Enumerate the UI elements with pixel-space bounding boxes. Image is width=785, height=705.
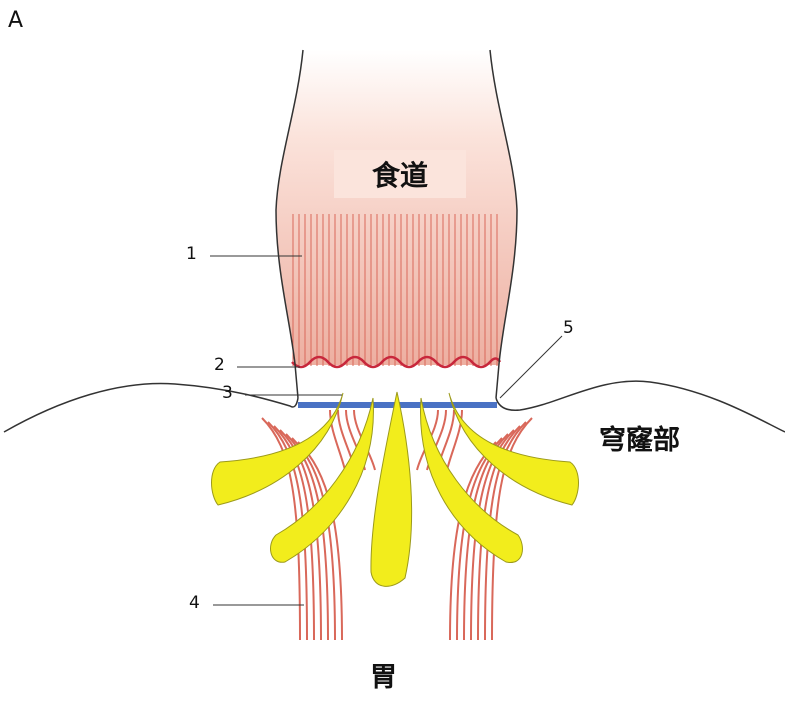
leader-line-5 [500,336,562,398]
callout-number-2: 2 [214,355,225,375]
panel-label: A [8,8,23,33]
callout-number-4: 4 [189,593,200,613]
stomach-label: 胃 [370,655,397,694]
callout-number-3: 3 [222,383,233,403]
esophagus-tube [276,50,517,396]
sling-fibers [212,392,579,586]
callout-number-5: 5 [563,318,574,338]
sling-fiber-far-left [212,393,344,505]
sling-fiber-center [371,392,412,586]
callout-number-1: 1 [186,244,197,264]
left-fundus-outline [4,383,298,432]
esophagus-label: 食道 [334,150,466,198]
fornix-label: 穹窿部 [599,418,680,457]
